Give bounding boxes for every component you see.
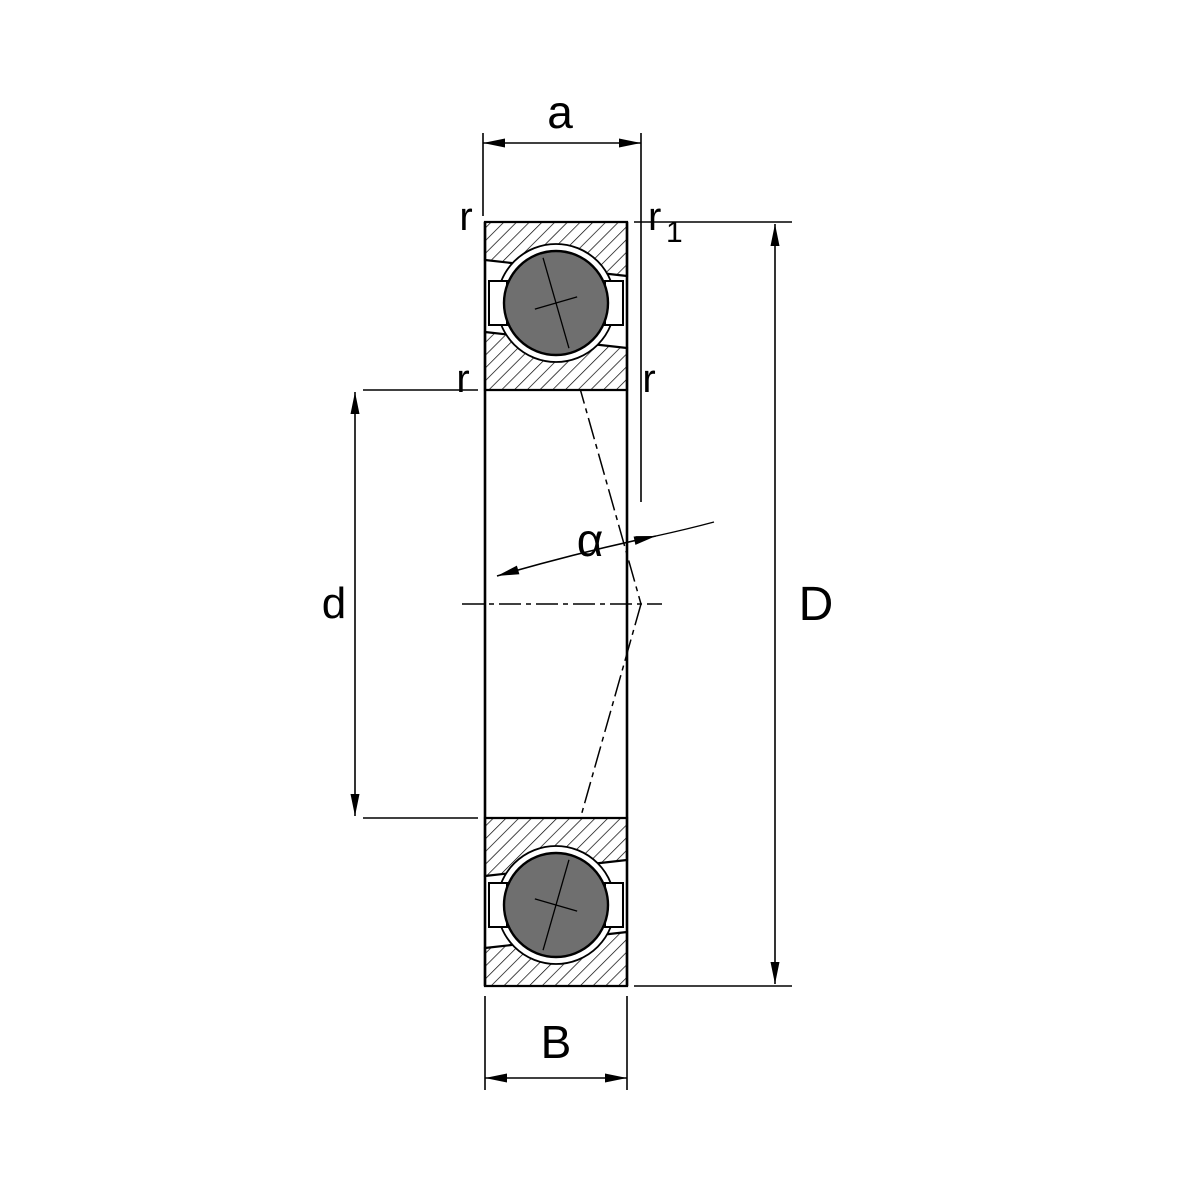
contact-angle-arc-tail [655,521,715,537]
d-label: d [322,579,346,628]
bearing-section-bottom [483,816,629,988]
r-label-top-left: r [459,195,472,239]
B-label: B [541,1016,572,1068]
D-label: D [799,578,834,631]
dimension-D: D [634,221,834,987]
r1-label-base: r [648,195,661,239]
ball-bottom-center-mark [534,859,578,951]
alpha-label: α [577,514,604,566]
r-label-mid-left: r [456,357,469,401]
dimension-d: d [322,389,478,819]
r-label-mid-right: r [642,357,655,401]
dimension-a: a [482,86,642,502]
a-label: a [547,86,573,138]
r1-label-subscript: 1 [666,216,683,249]
r1-label-top-right: r 1 [648,195,683,249]
dimension-B: B [484,996,628,1090]
contact-angle-annotation: α [496,514,715,577]
bearing-section-top [483,220,629,392]
contact-angle-arc [496,535,657,577]
ball-top-center-mark [534,257,578,349]
